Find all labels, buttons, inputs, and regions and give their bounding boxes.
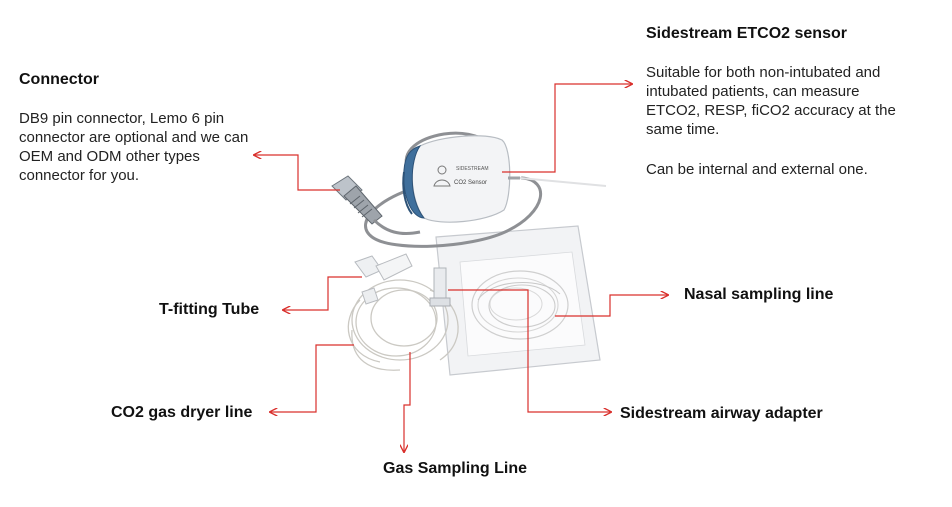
connector-line: OEM and ODM other types	[19, 148, 200, 165]
label-gas-sampling-line: Gas Sampling Line	[383, 460, 528, 477]
sampling-line-bag	[435, 225, 601, 376]
device-model-text: CO2 Sensor	[454, 180, 487, 186]
sensor-line: intubated patients, can measure	[646, 83, 860, 100]
leader-gas	[404, 352, 411, 452]
label-sidestream-airway-adapter: Sidestream airway adapter	[620, 405, 823, 422]
label-nasal-sampling-line: Nasal sampling line	[684, 286, 834, 303]
sensor-line: ETCO2, RESP, fiCO2 accuracy at the	[646, 102, 896, 119]
leader-lines	[254, 84, 668, 452]
airway-adapter-fitting	[429, 267, 451, 307]
device-brand-text: SIDESTREAM	[456, 166, 489, 172]
connector-line: connector for you.	[19, 167, 140, 184]
leader-connector	[254, 155, 340, 191]
connector-description: DB9 pin connector, Lemo 6 pin connector …	[19, 109, 299, 185]
label-t-fitting-tube: T-fitting Tube	[159, 301, 260, 318]
connector-line: DB9 pin connector, Lemo 6 pin	[19, 110, 225, 127]
sensor-title: Sidestream ETCO2 sensor	[646, 25, 847, 42]
leader-sensor	[502, 84, 632, 173]
leader-airway	[448, 289, 611, 412]
leader-dryer	[270, 344, 354, 412]
label-co2-gas-dryer-line: CO2 gas dryer line	[111, 404, 253, 421]
tubing-coils	[347, 279, 459, 371]
t-fitting	[354, 253, 413, 305]
sensor-line: Suitable for both non-intubated and	[646, 64, 881, 81]
leader-nasal	[555, 295, 668, 317]
connector-plug	[331, 175, 421, 235]
sensor-note: Can be internal and external one.	[646, 161, 868, 178]
connector-line: connector are optional and we can	[19, 129, 249, 146]
etco2-sensor-module: SIDESTREAM CO2 Sensor	[402, 135, 607, 223]
connector-title: Connector	[19, 71, 99, 88]
sensor-description: Suitable for both non-intubated and intu…	[646, 63, 946, 139]
leader-tfitting	[283, 276, 362, 310]
sensor-line: same time.	[646, 121, 720, 138]
